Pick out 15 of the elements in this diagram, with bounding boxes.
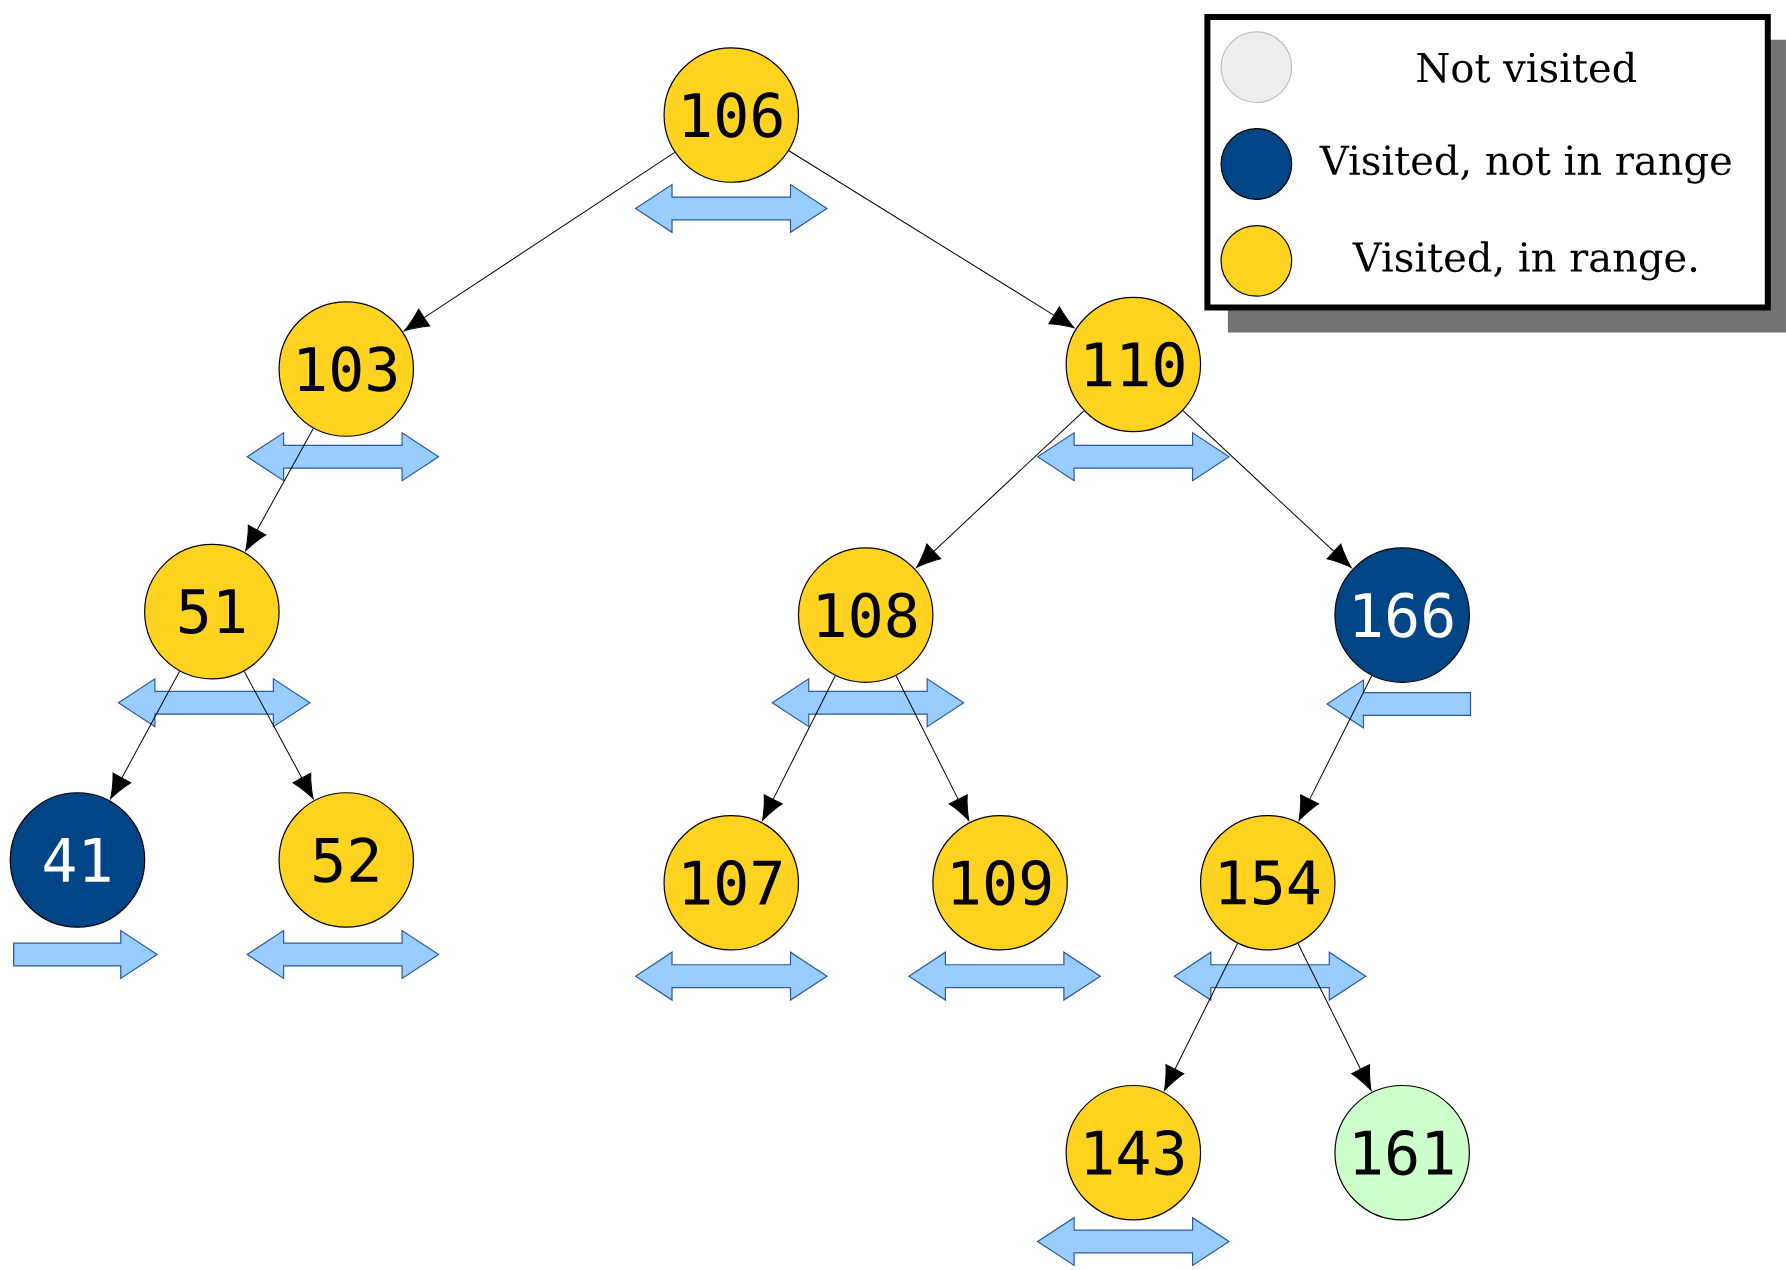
arrow	[916, 410, 1085, 568]
arrow	[245, 427, 314, 552]
arrow	[1182, 410, 1352, 569]
legend-label: Visited, not in range	[1319, 144, 1731, 184]
arrow	[895, 675, 970, 821]
legend-label: Visited, in range.	[1352, 241, 1697, 281]
arrow	[1163, 942, 1239, 1091]
legend-label: Not visited	[1417, 51, 1637, 83]
arrow	[762, 675, 836, 821]
arrow	[1297, 942, 1372, 1091]
arrow	[110, 670, 181, 800]
arrow	[788, 150, 1075, 329]
arrow	[403, 151, 676, 332]
arrow	[1298, 675, 1373, 821]
arrow	[243, 670, 314, 800]
